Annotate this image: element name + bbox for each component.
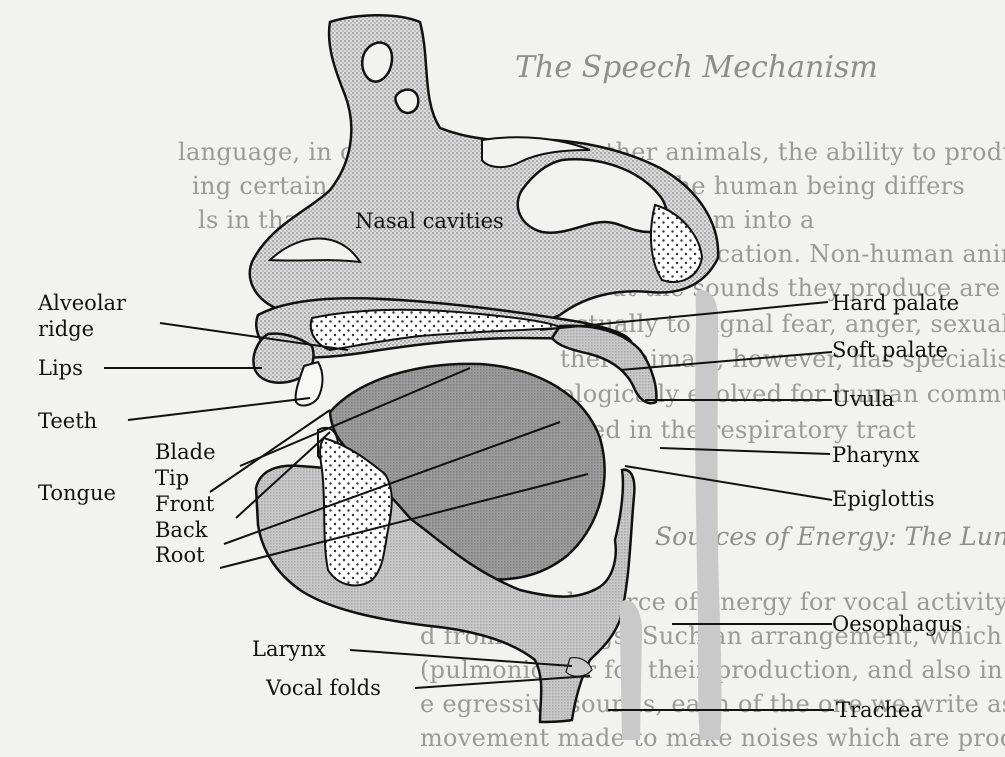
label-back: Back (155, 518, 208, 542)
label-tongue: Tongue (38, 481, 116, 505)
label-alveolar-ridge-line2: ridge (38, 317, 94, 341)
label-uvula: Uvula (832, 387, 894, 411)
label-blade: Blade (155, 440, 216, 464)
label-epiglottis: Epiglottis (832, 487, 935, 511)
soft-palate-shape (552, 326, 656, 404)
label-root: Root (155, 543, 205, 567)
label-trachea: Trachea (836, 698, 923, 722)
label-larynx: Larynx (252, 637, 326, 661)
nasal-bone (250, 15, 718, 321)
label-tip: Tip (155, 466, 189, 490)
label-vocal-folds: Vocal folds (265, 676, 381, 700)
label-teeth: Teeth (38, 409, 97, 433)
label-soft-palate: Soft palate (832, 338, 948, 362)
label-hard-palate: Hard palate (832, 291, 959, 315)
label-pharynx: Pharynx (832, 443, 920, 467)
label-lips: Lips (38, 356, 83, 380)
label-front: Front (155, 492, 215, 516)
label-alveolar-ridge-line1: Alveolar (37, 291, 127, 315)
label-nasal-cavities: Nasal cavities (355, 209, 504, 233)
label-oesophagus: Oesophagus (832, 612, 962, 636)
